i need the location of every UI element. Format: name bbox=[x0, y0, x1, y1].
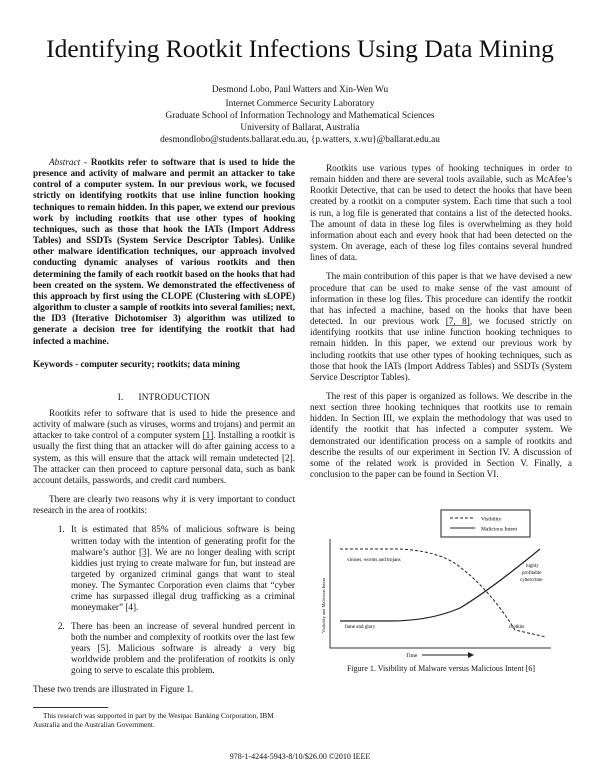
time-arrow-head-icon bbox=[468, 652, 474, 658]
text: It is estimated that 85% of malicious so… bbox=[71, 524, 295, 557]
left-column: Abstract - Rootkits refer to software th… bbox=[33, 157, 295, 704]
legend-intent-label: Malicious Intent bbox=[481, 527, 518, 533]
intro-paragraph-1: Rootkits refer to software that is used … bbox=[33, 408, 295, 486]
annotation-cyber-3: cybercrime bbox=[520, 578, 543, 583]
abstract-text: Rootkits refer to software that is used … bbox=[33, 157, 295, 346]
axes bbox=[329, 539, 551, 649]
author-lab: Internet Commerce Security Laboratory bbox=[225, 99, 375, 109]
citation-link[interactable]: [7, 8] bbox=[445, 316, 470, 327]
text: The main contribution of this paper is t… bbox=[310, 271, 572, 327]
author-school: Graduate School of Information Technolog… bbox=[165, 111, 435, 121]
text: , we focused strictly on identifying roo… bbox=[310, 316, 573, 382]
footnote: This research was supported in part by t… bbox=[33, 711, 274, 729]
paper-title: Identifying Rootkit Infections Using Dat… bbox=[46, 34, 554, 63]
annotation-cyber-1: highly bbox=[526, 564, 539, 569]
figure-caption: Figure 1. Visibility of Malware versus M… bbox=[346, 664, 535, 673]
author-names: Desmond Lobo, Paul Watters and Xin-Wen W… bbox=[211, 85, 389, 95]
malicious-intent-curve bbox=[340, 548, 541, 622]
right-column: Rootkits use various types of hooking te… bbox=[310, 163, 572, 488]
legend-visibility-label: Visibility bbox=[481, 517, 502, 523]
annotation-rootkits: rootkits bbox=[509, 625, 524, 630]
right-paragraph-2: The main contribution of this paper is t… bbox=[310, 271, 572, 383]
copyright-footer: 978-1-4244-5943-8/10/$26.00 ©2010 IEEE bbox=[229, 752, 371, 761]
section-heading-introduction: I. INTRODUCTION bbox=[117, 391, 211, 402]
author-emails: desmondlobo@students.ballarat.edu.au, {p… bbox=[160, 135, 440, 145]
text: Rootkits refer to software that is used … bbox=[33, 407, 295, 441]
text: . We are no longer dealing with script k… bbox=[71, 546, 295, 613]
y-axis-label: Visibility and Malicious Intent bbox=[321, 577, 326, 633]
list-item: It is estimated that 85% of malicious so… bbox=[67, 524, 295, 613]
figure-1: Visibility Malicious Intent viruses, wor… bbox=[321, 509, 551, 659]
annotation-fame: fame and glory bbox=[345, 625, 376, 630]
abstract-label: Abstract - bbox=[49, 157, 91, 167]
list-item: There has been an increase of several hu… bbox=[67, 621, 295, 677]
text: . Installing a rootkit is usually the fi… bbox=[33, 430, 295, 485]
citation-link[interactable]: [3] bbox=[138, 546, 150, 557]
intro-paragraph-3: These two trends are illustrated in Figu… bbox=[33, 684, 194, 695]
author-university: University of Ballarat, Australia bbox=[240, 123, 360, 133]
citation-link[interactable]: [1] bbox=[202, 430, 214, 441]
annotation-cyber-2: profitable bbox=[522, 571, 542, 576]
intro-paragraph-2: There are clearly two reasons why it is … bbox=[33, 494, 295, 516]
x-axis-label: Time bbox=[406, 653, 418, 659]
right-paragraph-3: The rest of this paper is organized as f… bbox=[310, 390, 572, 480]
visibility-curve bbox=[340, 548, 547, 638]
right-paragraph-1: Rootkits use various types of hooking te… bbox=[310, 163, 572, 263]
annotation-viruses: viruses, worms and trojans bbox=[347, 558, 401, 563]
legend-box bbox=[440, 509, 531, 538]
keywords: Keywords - computer security; rootkits; … bbox=[33, 358, 240, 369]
footnote-divider bbox=[33, 707, 108, 708]
abstract: Abstract - Rootkits refer to software th… bbox=[33, 157, 295, 347]
reasons-list: It is estimated that 85% of malicious so… bbox=[33, 524, 295, 676]
